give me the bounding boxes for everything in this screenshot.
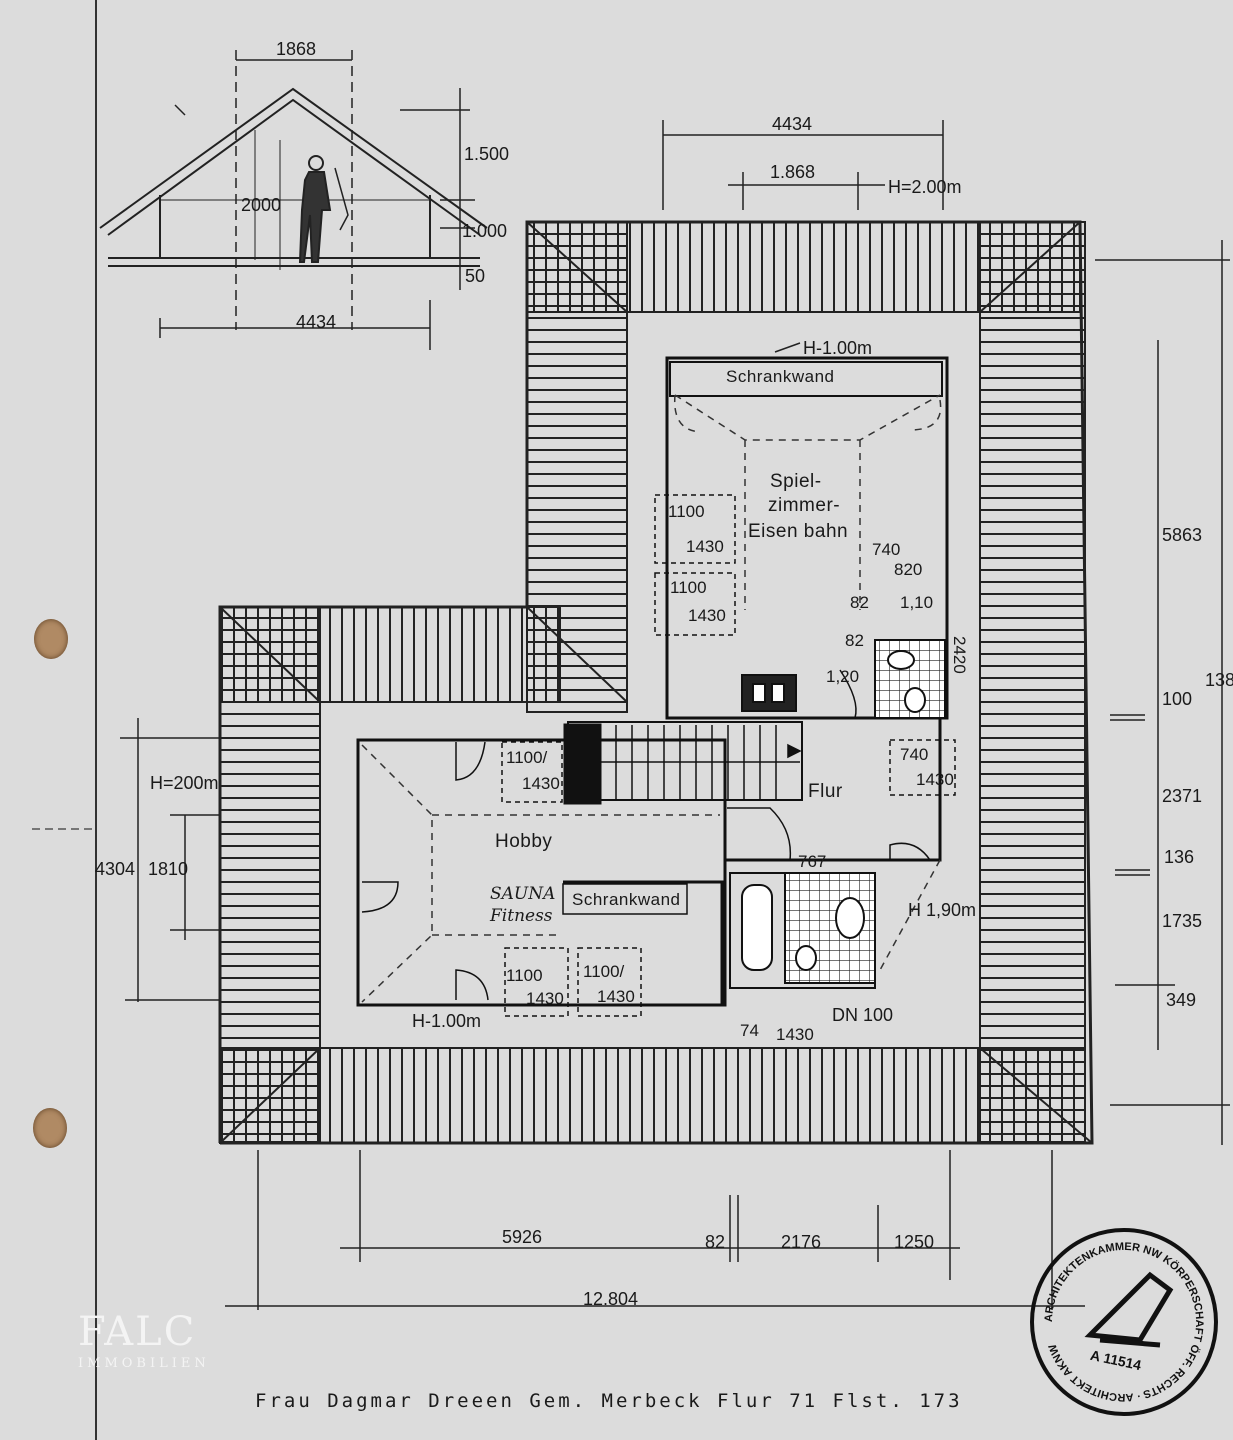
room-fitness: Fitness xyxy=(490,906,553,926)
dim-h100-top: H-1.00m xyxy=(803,338,873,358)
window-6-b: 1430 xyxy=(526,989,564,1008)
roof-section-drawing xyxy=(99,50,488,350)
dashed-ceiling-lines xyxy=(361,394,942,1003)
window-5-b: 1430 xyxy=(916,770,954,789)
dim-total-12804: 12.804 xyxy=(583,1289,639,1309)
dim-h190: H 1,90m xyxy=(908,900,977,920)
window-4-b: 1430 xyxy=(522,774,560,793)
dim-120: 1,20 xyxy=(826,667,860,686)
falc-logo: FALC IMMOBILIEN xyxy=(78,1312,210,1371)
dim-right-138: 138 xyxy=(1205,670,1233,690)
dim-right-2371: 2371 xyxy=(1162,786,1203,806)
dim-door-767: 767 xyxy=(798,852,827,871)
room-schrankwand-top: Schrankwand xyxy=(726,367,835,386)
window-2-b: 1430 xyxy=(688,606,726,625)
dim-left-1810: 1810 xyxy=(148,859,189,879)
dim-left-h200: H=200m xyxy=(150,773,219,793)
svg-text:ARCHITEKTENKAMMER NW KÖRPERSCH: ARCHITEKTENKAMMER NW KÖRPERSCHAFT ÖFF. R… xyxy=(1043,1241,1205,1403)
window-6-a: 1100 xyxy=(506,966,543,985)
door-swings xyxy=(361,669,931,1001)
fixtures xyxy=(741,650,926,971)
dim-top-1868: 1.868 xyxy=(770,162,816,182)
section-width-bottom: 4434 xyxy=(296,312,337,332)
section-knee-height: 1.000 xyxy=(462,221,508,241)
dim-side-2420: 2420 xyxy=(950,636,969,674)
window-2-a: 1100 xyxy=(670,578,707,597)
logo-main-text: FALC xyxy=(78,1309,197,1355)
punch-hole-bottom xyxy=(33,1108,67,1148)
dim-110: 1,10 xyxy=(900,593,934,612)
dim-win-1430: 1430 xyxy=(776,1025,814,1044)
dim-82b: 82 xyxy=(845,631,864,650)
dim-win-74: 74 xyxy=(740,1021,759,1040)
window-5-a: 740 xyxy=(900,745,929,764)
dim-bottom-82: 82 xyxy=(705,1232,726,1252)
dim-right-5863: 5863 xyxy=(1162,525,1203,545)
room-schrankwand-bottom: Schrankwand xyxy=(572,890,681,909)
window-boxes xyxy=(501,494,956,1017)
room-spielzimmer-2: zimmer- xyxy=(768,495,841,516)
dim-right-349: 349 xyxy=(1166,990,1197,1010)
dim-right-1735: 1735 xyxy=(1162,911,1203,931)
stamp-ring-text: ARCHITEKTENKAMMER NW KÖRPERSCHAFT ÖFF. R… xyxy=(1043,1241,1205,1403)
window-3-b: 820 xyxy=(894,560,923,579)
window-3-a: 740 xyxy=(872,540,901,559)
punch-hole-top xyxy=(34,619,68,659)
dim-right-100: 100 xyxy=(1162,689,1193,709)
dim-bottom-2176: 2176 xyxy=(781,1232,822,1252)
dim-top-4434: 4434 xyxy=(772,114,813,134)
dim-82a: 82 xyxy=(850,593,869,612)
stair-steps xyxy=(600,725,802,800)
dim-right-136: 136 xyxy=(1164,847,1195,867)
dim-left-4304: 4304 xyxy=(95,859,136,879)
dim-h100-bottom: H-1.00m xyxy=(412,1011,482,1031)
roof-hatching xyxy=(218,220,1094,1145)
logo-sub-text: IMMOBILIEN xyxy=(78,1356,210,1371)
room-hobby: Hobby xyxy=(495,831,553,852)
architect-stamp: ARCHITEKTENKAMMER NW KÖRPERSCHAFT ÖFF. R… xyxy=(1030,1228,1218,1416)
room-spielzimmer-1: Spiel- xyxy=(770,471,822,492)
room-walls xyxy=(356,356,949,1007)
room-sauna: SAUNA xyxy=(490,884,556,904)
window-7-b: 1430 xyxy=(597,987,635,1006)
dim-top-h200: H=2.00m xyxy=(888,177,962,197)
dim-bottom-1250: 1250 xyxy=(894,1232,935,1252)
section-floor-offset: 50 xyxy=(465,266,486,286)
footer-caption: Frau Dagmar Dreeen Gem. Merbeck Flur 71 … xyxy=(255,1390,963,1412)
window-1-b: 1430 xyxy=(686,537,724,556)
window-1-a: 1100 xyxy=(668,502,705,521)
dim-dn100: DN 100 xyxy=(832,1005,894,1025)
room-flur: Flur xyxy=(808,781,843,802)
dim-bottom-5926: 5926 xyxy=(502,1227,543,1247)
section-height-person: 2000 xyxy=(241,195,282,215)
section-height-upper: 1.500 xyxy=(464,144,510,164)
window-4-a: 1100/ xyxy=(506,748,548,767)
section-width-top: 1868 xyxy=(276,39,317,59)
window-7-a: 1100/ xyxy=(583,962,625,981)
room-spielzimmer-3: Eisen bahn xyxy=(748,521,849,542)
